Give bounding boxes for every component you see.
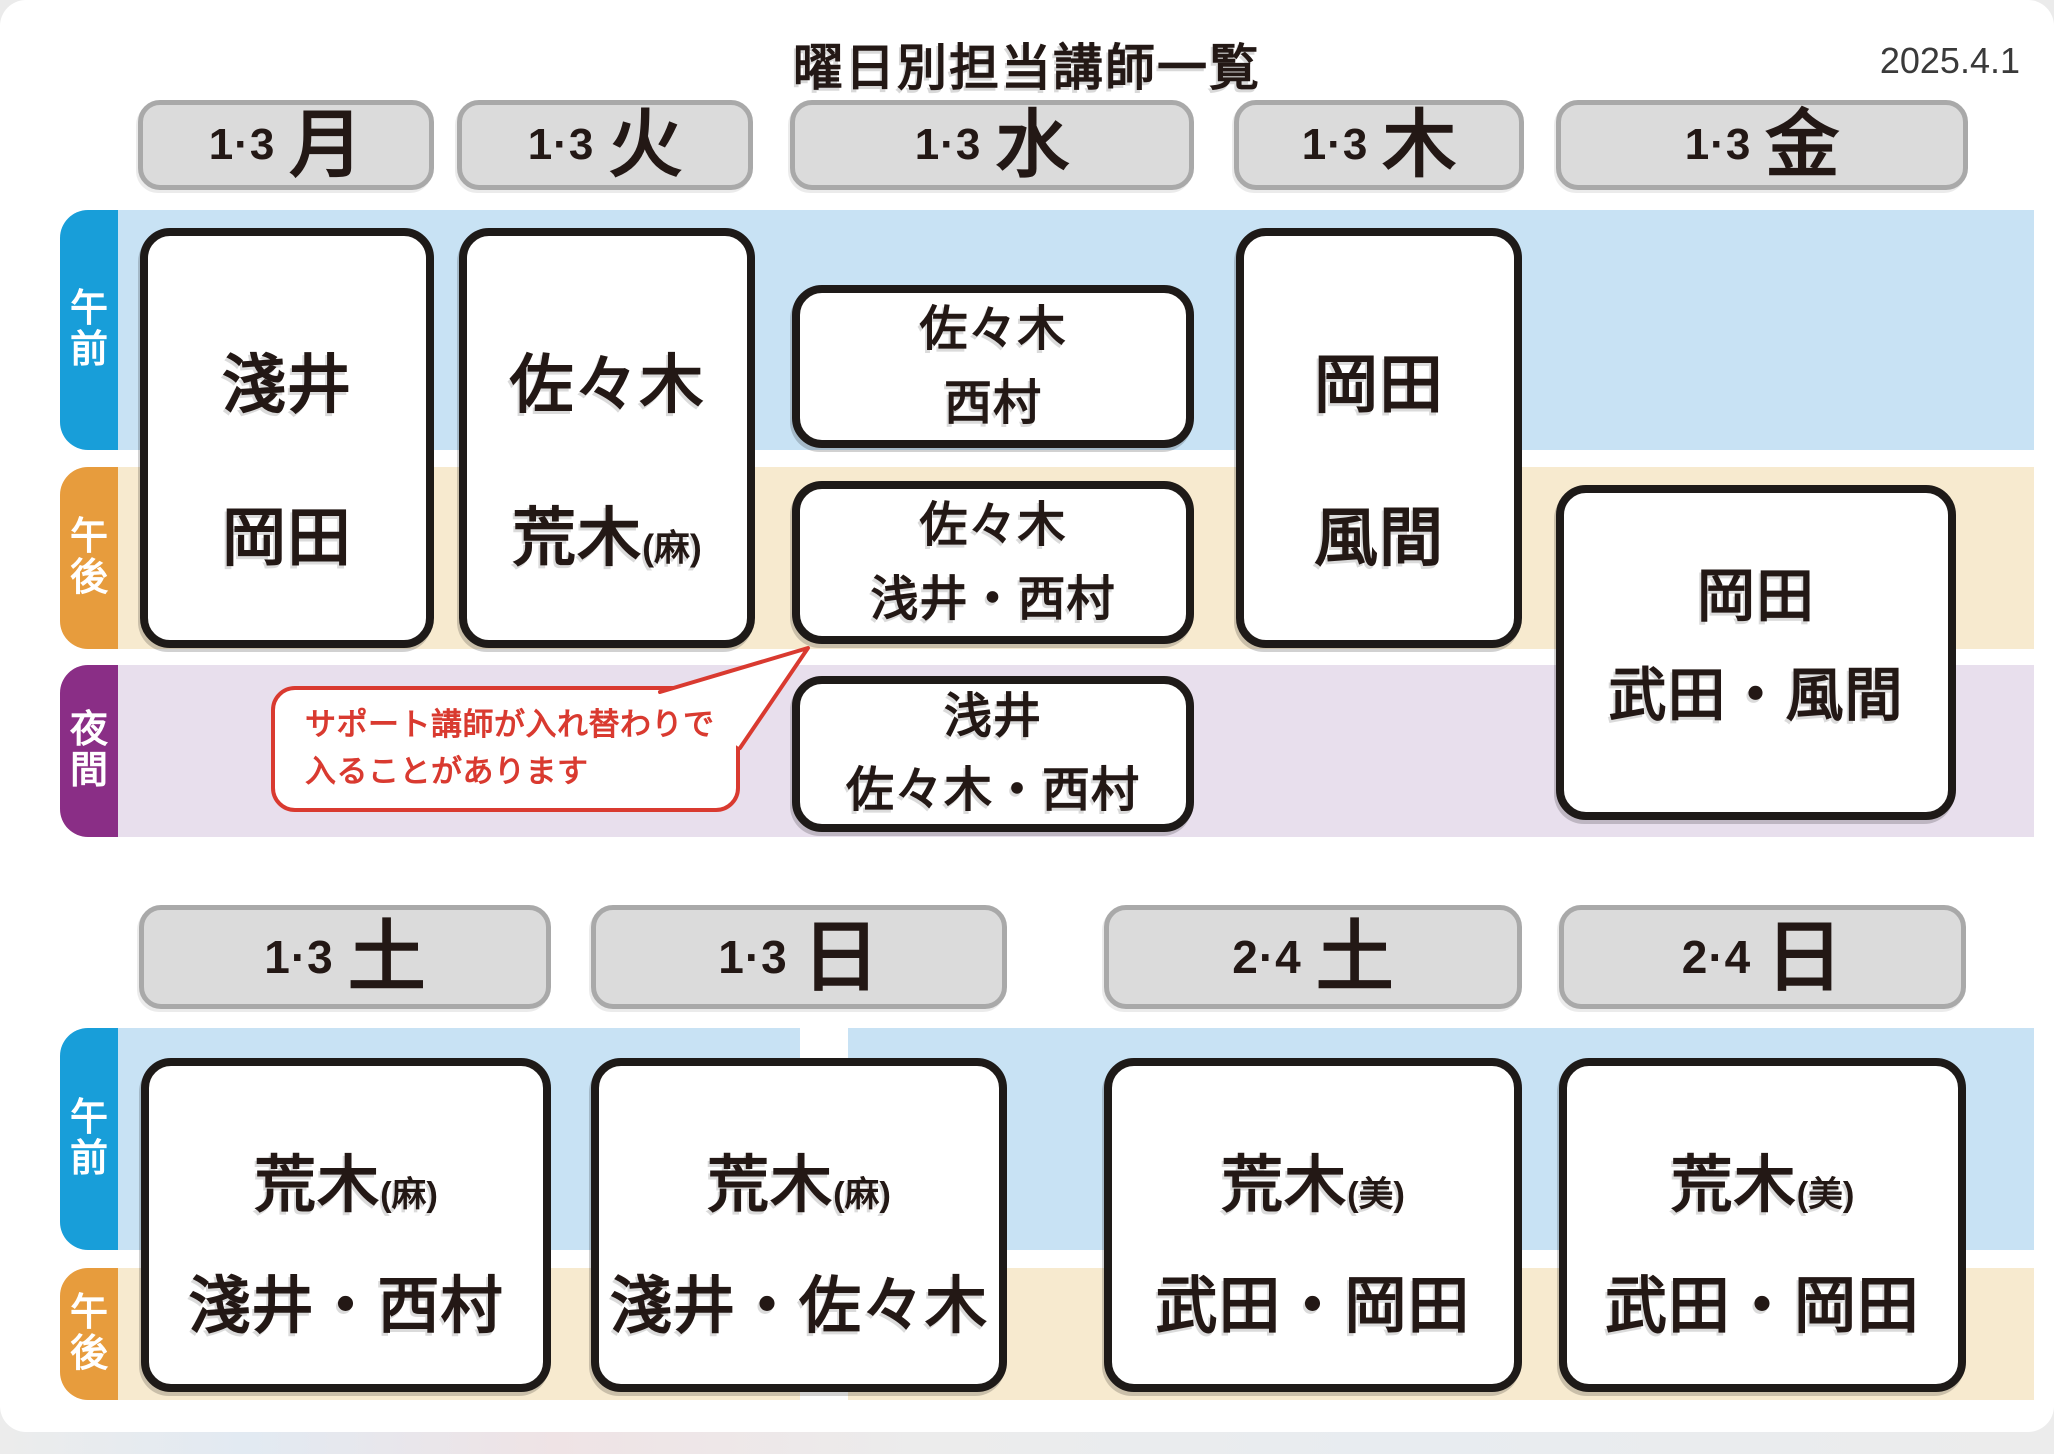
day-kanji: 火 xyxy=(608,103,683,186)
instructor-name-suffix: (麻) xyxy=(642,528,702,568)
instructor-name: 岡田 xyxy=(1314,348,1444,421)
instructor-name: 荒木(麻) xyxy=(254,1151,438,1221)
class-box-sun24: 荒木(美) 武田・岡田 xyxy=(1559,1058,1966,1392)
instructor-name: 西村 xyxy=(943,376,1042,430)
day-kanji: 日 xyxy=(801,913,880,1001)
date-label: 2025.4.1 xyxy=(1879,40,2020,81)
day-kanji: 日 xyxy=(1765,913,1844,1001)
instructor-name: 武田・岡田 xyxy=(1155,1272,1471,1341)
day-kanji: 水 xyxy=(995,103,1070,186)
instructor-name: 荒木(麻) xyxy=(707,1151,891,1221)
weeks-label: 1·3 xyxy=(914,120,982,169)
day-kanji: 金 xyxy=(1765,103,1840,186)
instructor-name: 岡田 xyxy=(1696,563,1815,629)
weekday-header-tue: 1·3 火 xyxy=(457,100,753,190)
instructor-name: 淺井・西村 xyxy=(188,1272,504,1341)
weekday-header-mon: 1·3 月 xyxy=(138,100,434,190)
page-title: 曜日別担当講師一覧 xyxy=(793,40,1261,96)
support-note-text: サポート講師が入れ替わりで 入ることがあります xyxy=(305,702,725,795)
class-box-wednesday-evening: 浅井 佐々木・西村 xyxy=(792,676,1194,832)
instructor-name: 佐々木 xyxy=(919,498,1067,552)
time-tab-label: 午前 xyxy=(69,287,108,371)
class-box-sun13: 荒木(麻) 淺井・佐々木 xyxy=(591,1058,1007,1392)
weekday-header-thu: 1·3 木 xyxy=(1234,100,1524,190)
class-box-tuesday: 佐々木 荒木(麻) xyxy=(459,228,755,648)
time-tab-label: 夜間 xyxy=(69,708,108,792)
time-tab-label: 午前 xyxy=(69,1096,108,1180)
class-box-wednesday-morning: 佐々木 西村 xyxy=(792,285,1194,448)
weeks-label: 1·3 xyxy=(208,120,276,169)
class-box-monday: 淺井 岡田 xyxy=(140,228,434,648)
weeks-label: 1·3 xyxy=(1684,120,1752,169)
instructor-name-suffix: (麻) xyxy=(380,1176,438,1215)
instructor-name-suffix: (美) xyxy=(1796,1176,1855,1215)
instructor-name: 風間 xyxy=(1314,502,1444,574)
day-kanji: 月 xyxy=(289,103,364,186)
support-note-line2: 入ることがあります xyxy=(305,753,589,789)
time-tab-evening-top: 夜間 xyxy=(60,665,118,837)
instructor-name: 淺井 xyxy=(222,348,352,421)
support-note-line1: サポート講師が入れ替わりで xyxy=(305,707,715,742)
instructor-name: 荒木(美) xyxy=(1670,1151,1855,1221)
instructor-name: 岡田 xyxy=(222,502,352,574)
day-kanji: 木 xyxy=(1382,103,1457,186)
instructor-name-suffix: (美) xyxy=(1347,1176,1405,1215)
class-box-friday: 岡田 武田・風間 xyxy=(1556,485,1956,820)
instructor-name: 佐々木・西村 xyxy=(845,764,1140,817)
weeks-label: 1·3 xyxy=(527,120,595,169)
weeks-label: 1·3 xyxy=(1301,120,1369,169)
class-box-sat13: 荒木(麻) 淺井・西村 xyxy=(141,1058,551,1392)
class-box-sat24: 荒木(美) 武田・岡田 xyxy=(1104,1058,1522,1392)
weeks-label: 1·3 xyxy=(718,931,788,983)
weekday-header-fri: 1·3 金 xyxy=(1556,100,1968,190)
instructor-name: 武田・岡田 xyxy=(1604,1272,1920,1341)
instructor-name: 佐々木 xyxy=(919,302,1067,356)
time-tab-afternoon-bottom: 午後 xyxy=(60,1268,118,1400)
time-tab-morning-top: 午前 xyxy=(60,210,118,450)
instructor-name: 武田・風間 xyxy=(1608,662,1904,728)
instructor-name: 浅井 xyxy=(943,690,1042,744)
instructor-name: 荒木(美) xyxy=(1221,1151,1405,1221)
time-tab-label: 午後 xyxy=(69,515,108,599)
weeks-label: 1·3 xyxy=(264,931,334,983)
class-box-wednesday-afternoon: 佐々木 浅井・西村 xyxy=(792,481,1194,644)
class-box-thursday: 岡田 風間 xyxy=(1236,228,1522,648)
weeks-label: 2·4 xyxy=(1681,931,1752,983)
instructor-name-suffix: (麻) xyxy=(833,1176,891,1215)
instructor-name: 浅井・西村 xyxy=(870,572,1116,626)
instructor-name: 淺井・佐々木 xyxy=(609,1272,988,1341)
day-kanji: 土 xyxy=(1315,913,1394,1001)
instructor-name: 佐々木 xyxy=(509,348,705,421)
time-tab-morning-bottom: 午前 xyxy=(60,1028,118,1250)
weekday-header-wed: 1·3 水 xyxy=(790,100,1194,190)
weeks-label: 2·4 xyxy=(1232,931,1302,983)
time-tab-label: 午後 xyxy=(69,1291,108,1375)
time-tab-afternoon-top: 午後 xyxy=(60,467,118,649)
instructor-name: 荒木(麻) xyxy=(512,502,702,574)
day-kanji: 土 xyxy=(347,913,426,1001)
support-note-bubble xyxy=(271,646,810,812)
